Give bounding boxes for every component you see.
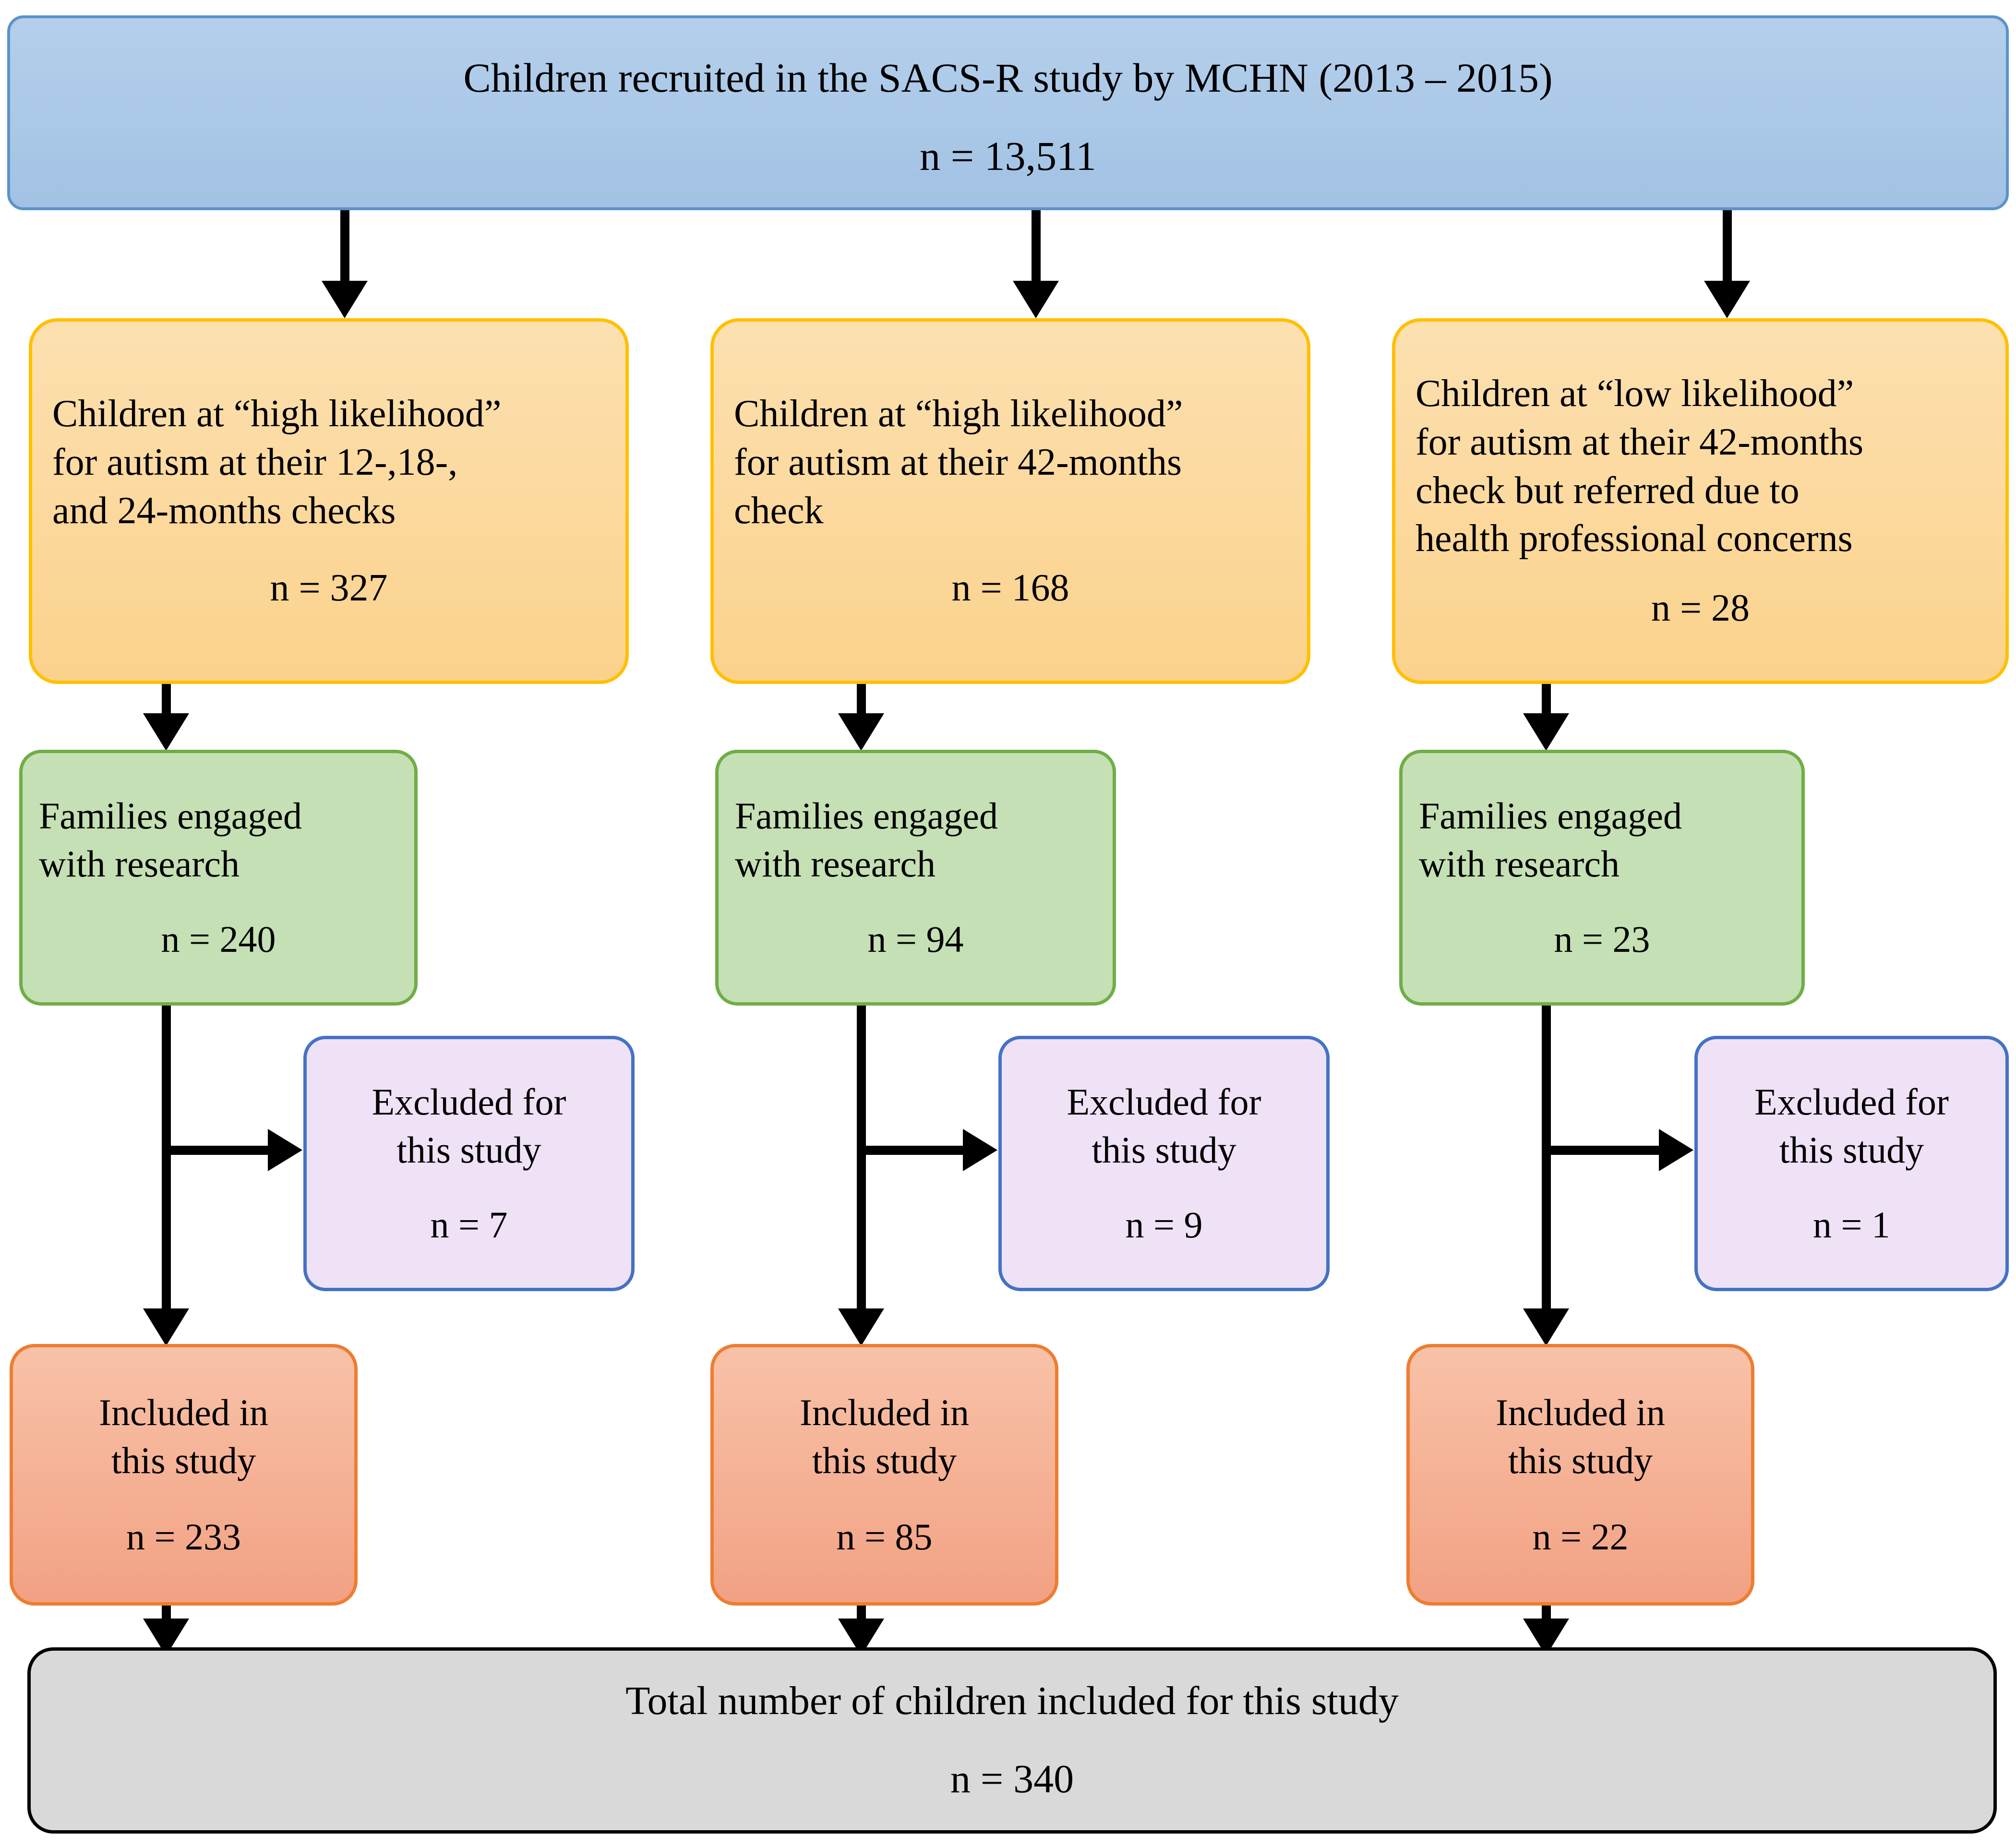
node-included-col1-line1: Included in: [98, 1391, 269, 1433]
node-included-col3-count: n = 22: [1532, 1516, 1629, 1558]
node-excluded-col3-line1: Excluded for: [1754, 1081, 1949, 1123]
node-recruited-total: Children recruited in the SACS-R study b…: [7, 15, 2009, 210]
arrowhead-engaged-to-excluded-col3: [1659, 1129, 1693, 1171]
connector-engaged-to-excluded-col3: [1546, 1146, 1660, 1155]
node-recruitment-col3: Children at “low likelihood” for autism …: [1392, 318, 2009, 684]
arrowhead-recruitment-to-engaged-col1: [143, 713, 189, 751]
node-excluded-col3-line2: this study: [1779, 1129, 1924, 1171]
node-recruitment-col1: Children at “high likelihood” for autism…: [29, 318, 629, 684]
node-included-col2: Included in this study n = 85: [710, 1344, 1058, 1606]
connector-header-to-col1: [340, 210, 349, 287]
node-recruitment-col1-line2: for autism at their 12-,18-,: [52, 441, 458, 484]
node-engaged-col3-line2: with research: [1419, 842, 1620, 885]
arrowhead-header-to-col2: [1013, 281, 1059, 318]
connector-header-to-col2: [1032, 210, 1041, 287]
node-engaged-col3: Families engaged with research n = 23: [1399, 750, 1805, 1006]
node-engaged-col2-line2: with research: [735, 842, 936, 885]
connector-engaged-to-included-col2: [857, 1006, 866, 1332]
node-included-col1-count: n = 233: [126, 1516, 241, 1558]
node-engaged-col2-count: n = 94: [867, 918, 964, 960]
connector-recruitment-to-engaged-col1: [162, 684, 171, 718]
node-recruitment-col2-line3: check: [734, 490, 824, 532]
node-recruitment-col1-line3: and 24-months checks: [52, 490, 396, 532]
connector-engaged-to-included-col1: [162, 1006, 171, 1332]
arrowhead-engaged-to-included-col1: [143, 1308, 189, 1346]
node-included-col2-count: n = 85: [836, 1516, 933, 1558]
arrowhead-engaged-to-excluded-col2: [963, 1129, 997, 1171]
arrowhead-engaged-to-included-col2: [838, 1308, 884, 1346]
node-recruitment-col2: Children at “high likelihood” for autism…: [710, 318, 1310, 684]
node-engaged-col3-count: n = 23: [1554, 918, 1650, 960]
node-excluded-col2-line1: Excluded for: [1067, 1081, 1261, 1123]
node-excluded-col3-count: n = 1: [1813, 1203, 1890, 1246]
arrowhead-header-to-col1: [322, 281, 368, 318]
node-recruitment-col3-line3: check but referred due to: [1416, 469, 1800, 512]
node-included-col2-line1: Included in: [799, 1391, 970, 1433]
node-included-col2-line2: this study: [812, 1439, 957, 1481]
arrowhead-recruitment-to-engaged-col2: [838, 713, 884, 751]
node-recruitment-col1-count: n = 327: [270, 566, 388, 609]
node-recruitment-col2-line1: Children at “high likelihood”: [734, 393, 1183, 435]
node-excluded-col2-line2: this study: [1092, 1129, 1236, 1171]
node-recruitment-col1-line1: Children at “high likelihood”: [52, 393, 502, 435]
connector-header-to-col3: [1723, 210, 1732, 287]
node-recruitment-col2-count: n = 168: [951, 566, 1069, 609]
connector-recruitment-to-engaged-col2: [857, 684, 866, 718]
node-engaged-col1-count: n = 240: [161, 918, 276, 960]
connector-engaged-to-excluded-col2: [861, 1146, 964, 1155]
arrowhead-engaged-to-included-col3: [1523, 1308, 1569, 1346]
node-total-label: Total number of children included for th…: [625, 1679, 1399, 1724]
node-excluded-col1-count: n = 7: [430, 1203, 508, 1246]
connector-engaged-to-included-col3: [1542, 1006, 1551, 1332]
node-included-col3-line1: Included in: [1495, 1391, 1666, 1433]
node-recruitment-col3-line4: health professional concerns: [1416, 517, 1853, 560]
node-excluded-col1-line2: this study: [396, 1129, 541, 1171]
node-engaged-col1-line1: Families engaged: [39, 794, 302, 837]
arrowhead-recruitment-to-engaged-col3: [1523, 713, 1569, 751]
arrowhead-engaged-to-excluded-col1: [268, 1129, 302, 1171]
node-excluded-col2-count: n = 9: [1125, 1203, 1203, 1246]
node-recruitment-col3-count: n = 28: [1651, 587, 1750, 630]
arrowhead-header-to-col3: [1704, 281, 1750, 318]
node-engaged-col2-line1: Families engaged: [735, 794, 998, 837]
node-engaged-col1: Families engaged with research n = 240: [19, 750, 418, 1006]
node-engaged-col1-line2: with research: [39, 842, 240, 885]
node-excluded-col1: Excluded for this study n = 7: [303, 1036, 635, 1291]
node-engaged-col2: Families engaged with research n = 94: [715, 750, 1116, 1006]
node-included-col3-line2: this study: [1508, 1439, 1653, 1481]
node-recruited-total-label: Children recruited in the SACS-R study b…: [463, 54, 1553, 101]
node-excluded-col2: Excluded for this study n = 9: [998, 1036, 1330, 1291]
node-recruitment-col2-line2: for autism at their 42-months: [734, 441, 1182, 484]
node-total: Total number of children included for th…: [27, 1647, 1997, 1834]
node-included-col1: Included in this study n = 233: [10, 1344, 358, 1606]
node-included-col3: Included in this study n = 22: [1406, 1344, 1754, 1606]
node-excluded-col1-line1: Excluded for: [372, 1081, 566, 1123]
node-recruited-total-count: n = 13,511: [920, 133, 1096, 179]
connector-recruitment-to-engaged-col3: [1542, 684, 1551, 718]
node-engaged-col3-line1: Families engaged: [1419, 794, 1682, 837]
connector-engaged-to-excluded-col1: [166, 1146, 269, 1155]
node-excluded-col3: Excluded for this study n = 1: [1694, 1036, 2009, 1291]
node-recruitment-col3-line1: Children at “low likelihood”: [1416, 372, 1854, 415]
node-included-col1-line2: this study: [111, 1439, 256, 1481]
node-total-count: n = 340: [950, 1757, 1074, 1801]
node-recruitment-col3-line2: for autism at their 42-months: [1416, 420, 1864, 463]
